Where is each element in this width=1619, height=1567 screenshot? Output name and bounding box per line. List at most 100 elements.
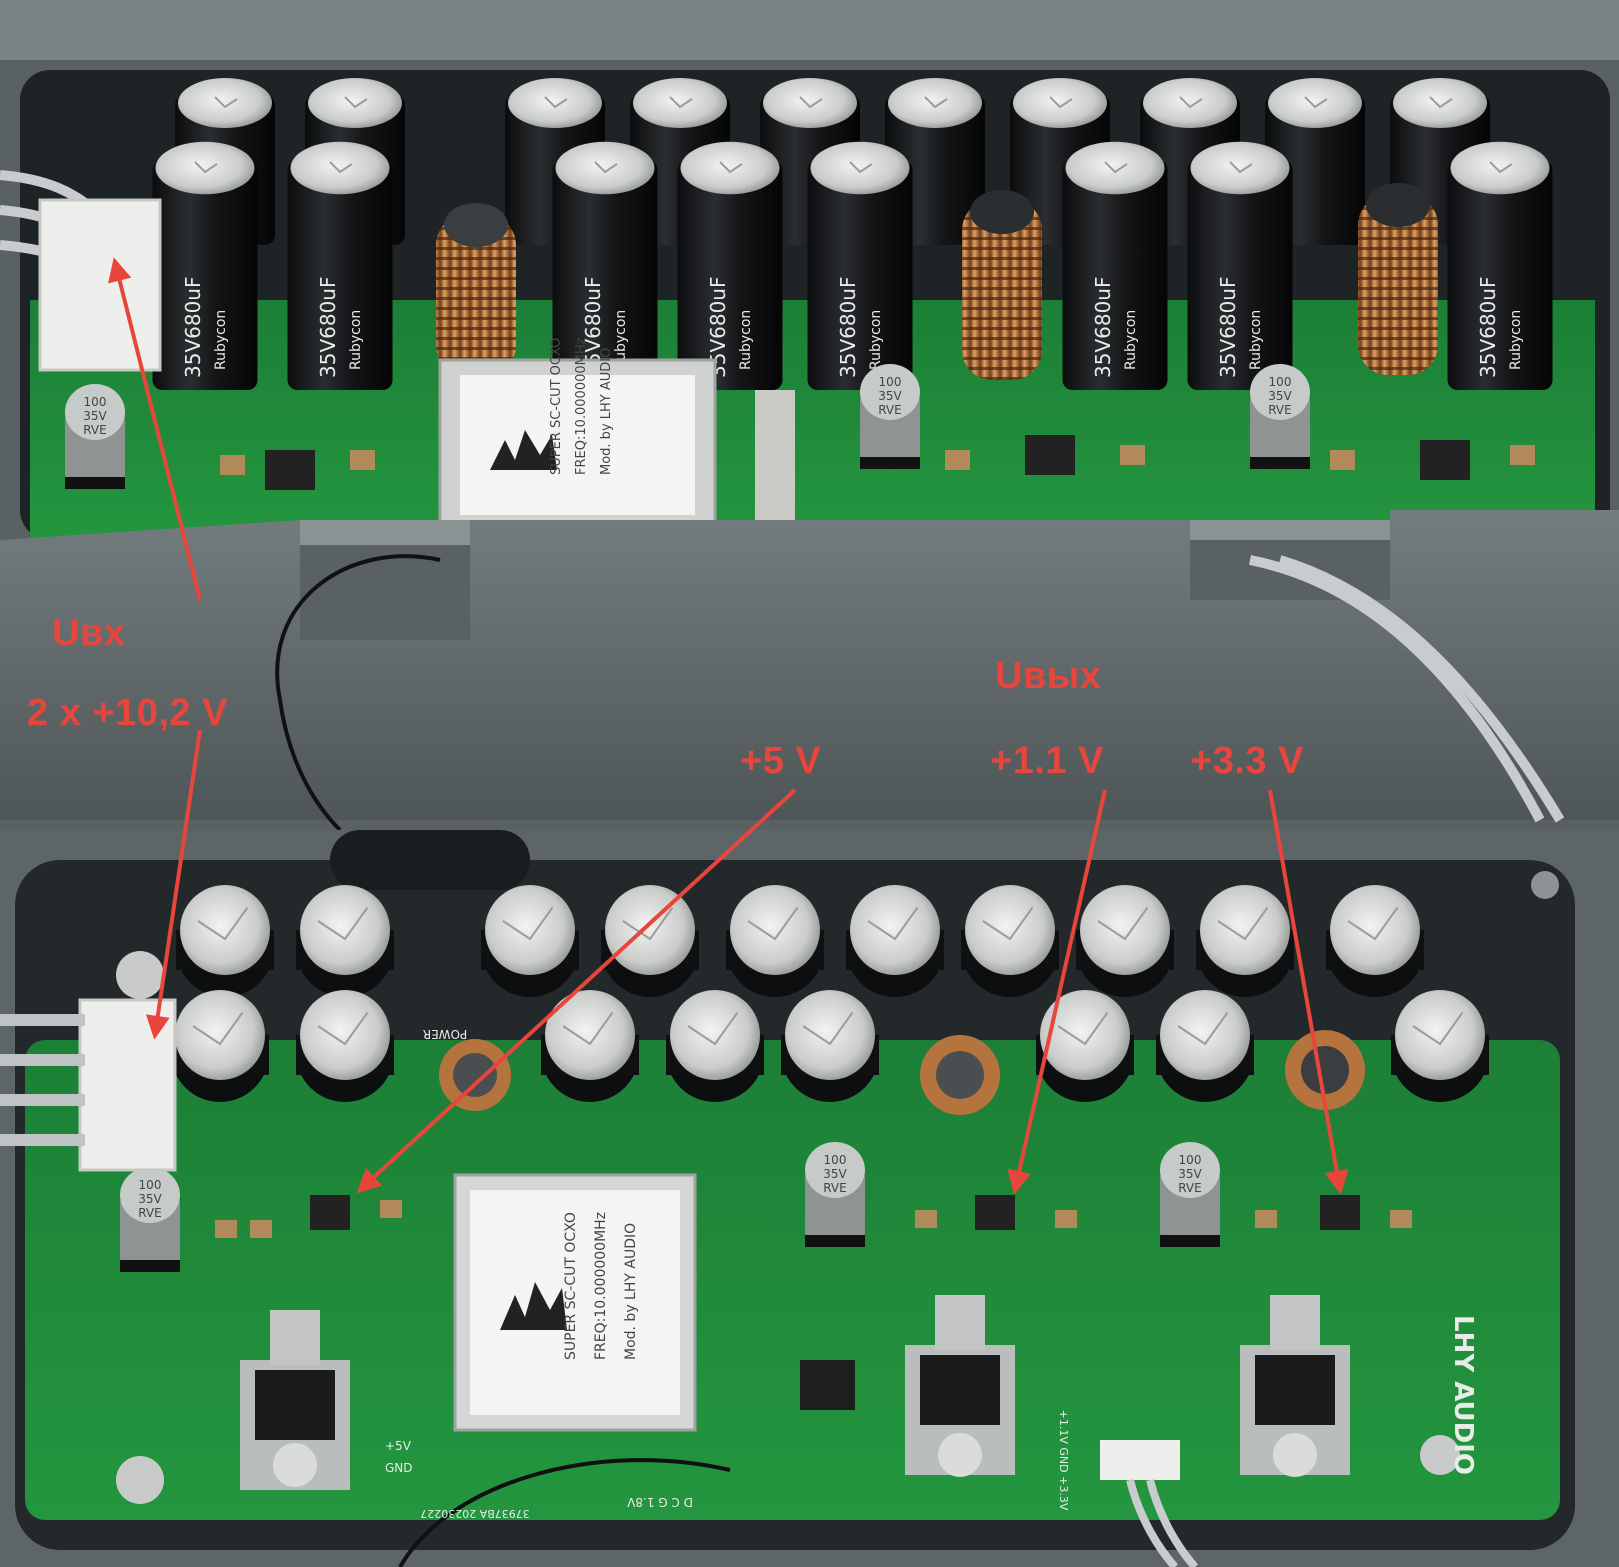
capacitor-marking: 35V680uF: [836, 277, 860, 378]
capacitor-brand: Rubycon: [738, 310, 754, 370]
small-capacitor-marking: 100: [139, 1178, 162, 1192]
screws: [116, 871, 1559, 1504]
arrow-5v: [356, 788, 797, 1194]
electrolytic-capacitor: 35V680uF Rubycon: [152, 141, 258, 390]
voltage-regulators: [240, 1295, 1350, 1490]
input-voltage-value: 2 x +10,2 V: [27, 692, 228, 734]
electrolytic-capacitor: [171, 990, 269, 1102]
electrolytic-capacitor: 35V680uF Rubycon: [1447, 141, 1553, 390]
silk-5v: +5V: [385, 1439, 412, 1453]
small-capacitor-marking: RVE: [1178, 1181, 1201, 1195]
small-capacitor-marking: 35V: [823, 1167, 847, 1181]
smd-chips: [220, 435, 1535, 490]
capacitor-marking: 35V680uF: [316, 277, 340, 378]
electrolytic-capacitor: [726, 885, 824, 997]
capacitor-marking: 35V680uF: [1216, 277, 1240, 378]
capacitor-brand: Rubycon: [613, 310, 629, 370]
electrolytic-capacitor: [961, 885, 1059, 997]
ocxo-label-line2: FREQ:10.000000MHz: [574, 337, 589, 475]
electrolytic-capacitor: [176, 885, 274, 997]
capacitor-brand: Rubycon: [1248, 310, 1264, 370]
inductor-coil: [436, 183, 1438, 380]
silk-output-pins: +1.1V GND +3.3V: [1057, 1410, 1070, 1511]
ocxo-module-bottom: SUPER SC-CUT OCXO FREQ:10.000000MHz Mod.…: [453, 1173, 697, 1432]
smd-chips-bottom: [215, 1195, 1412, 1410]
small-capacitor-marking: 100: [1269, 375, 1292, 389]
capacitor-brand: Rubycon: [1508, 310, 1524, 370]
brand-silkscreen: LHY AUDIO: [1448, 1315, 1478, 1475]
small-capacitor-marking: RVE: [138, 1206, 161, 1220]
arrow-3v3: [1268, 789, 1349, 1195]
top-photo: 35V680uF Rubycon 35V680uF Rubycon 35V680uF Ru…: [0, 0, 1619, 832]
capacitor-marking: 35V680uF: [1091, 277, 1115, 378]
ocxo-label-line3-bottom: Mod. by LHY AUDIO: [623, 1223, 639, 1360]
capacitor-row-front-bottom: [171, 990, 1489, 1102]
capacitor-brand: Rubycon: [1123, 310, 1139, 370]
capacitor-row-front: 35V680uF Rubycon 35V680uF Rubycon 35V680uF Ru…: [152, 141, 1553, 390]
bottom-photo: SUPER SC-CUT OCXO FREQ:10.000000MHz Mod.…: [0, 830, 1619, 1567]
electrolytic-capacitor: [601, 885, 699, 997]
electrolytic-capacitor: [1076, 885, 1174, 997]
electrolytic-capacitor: [846, 885, 944, 997]
small-capacitor-marking: 100: [1179, 1153, 1202, 1167]
small-capacitor-marking: RVE: [1268, 403, 1291, 417]
output-5v-label: +5 V: [740, 740, 822, 782]
output-voltage-title: Uвых: [995, 655, 1102, 697]
output-3v3-label: +3.3 V: [1190, 740, 1304, 782]
electrolytic-capacitor: [541, 990, 639, 1102]
electrolytic-capacitor: [481, 885, 579, 997]
electrolytic-capacitor: [296, 990, 394, 1102]
electrolytic-capacitor: [781, 990, 879, 1102]
arrow-input-bottom: [145, 729, 202, 1040]
ocxo-label-line2-bottom: FREQ:10.000000MHz: [593, 1212, 609, 1360]
ocxo-label-line1: SUPER SC-CUT OCXO: [549, 338, 564, 475]
small-capacitor-marking: 100: [824, 1153, 847, 1167]
small-capacitor-marking: RVE: [878, 403, 901, 417]
capacitor-brand: Rubycon: [213, 310, 229, 370]
electrolytic-capacitor: [1036, 990, 1134, 1102]
electrolytic-capacitor: [1391, 990, 1489, 1102]
ocxo-label-line1-bottom: SUPER SC-CUT OCXO: [563, 1212, 579, 1360]
output-connector: [1100, 1440, 1199, 1567]
small-capacitor-marking: 35V: [138, 1192, 162, 1206]
electrolytic-capacitor: 35V680uF Rubycon: [1062, 141, 1168, 390]
capacitor-marking: 35V680uF: [181, 277, 205, 378]
annotation-arrows: [108, 257, 1349, 1195]
ocxo-module: SUPER SC-CUT OCXO FREQ:10.000000MHz Mod.…: [438, 337, 795, 532]
inductor-coil-top: [439, 1030, 1365, 1115]
electrolytic-capacitor: [296, 885, 394, 997]
electrolytic-capacitor: [1326, 885, 1424, 997]
capacitor-marking: 35V680uF: [1476, 277, 1500, 378]
silk-power: POWER: [423, 1027, 467, 1041]
small-capacitor-marking: 35V: [878, 389, 902, 403]
silk-gnd: GND: [385, 1461, 413, 1475]
small-capacitor-marking: 100: [84, 395, 107, 409]
electrolytic-capacitor: 35V680uF Rubycon: [807, 141, 913, 390]
silk-serial: 37937BA 20230227: [420, 1507, 530, 1520]
capacitor-brand: Rubycon: [348, 310, 364, 370]
silk-dcg: D C G 1.8V: [626, 1495, 692, 1509]
arrow-input-top: [108, 257, 202, 601]
electrolytic-capacitor: [666, 990, 764, 1102]
input-voltage-title: Uвх: [52, 612, 126, 654]
small-capacitor-marking: 35V: [1268, 389, 1292, 403]
electrolytic-capacitor: [1196, 885, 1294, 997]
ocxo-label-line3: Mod. by LHY AUDIO: [599, 348, 614, 475]
capacitor-brand: Rubycon: [868, 310, 884, 370]
small-capacitor-marking: 35V: [1178, 1167, 1202, 1181]
small-capacitor-marking: RVE: [823, 1181, 846, 1195]
small-capacitor-marking: 35V: [83, 409, 107, 423]
electrolytic-capacitor: [1156, 990, 1254, 1102]
small-capacitor-marking: 100: [879, 375, 902, 389]
electrolytic-capacitor: 35V680uF Rubycon: [1187, 141, 1293, 390]
